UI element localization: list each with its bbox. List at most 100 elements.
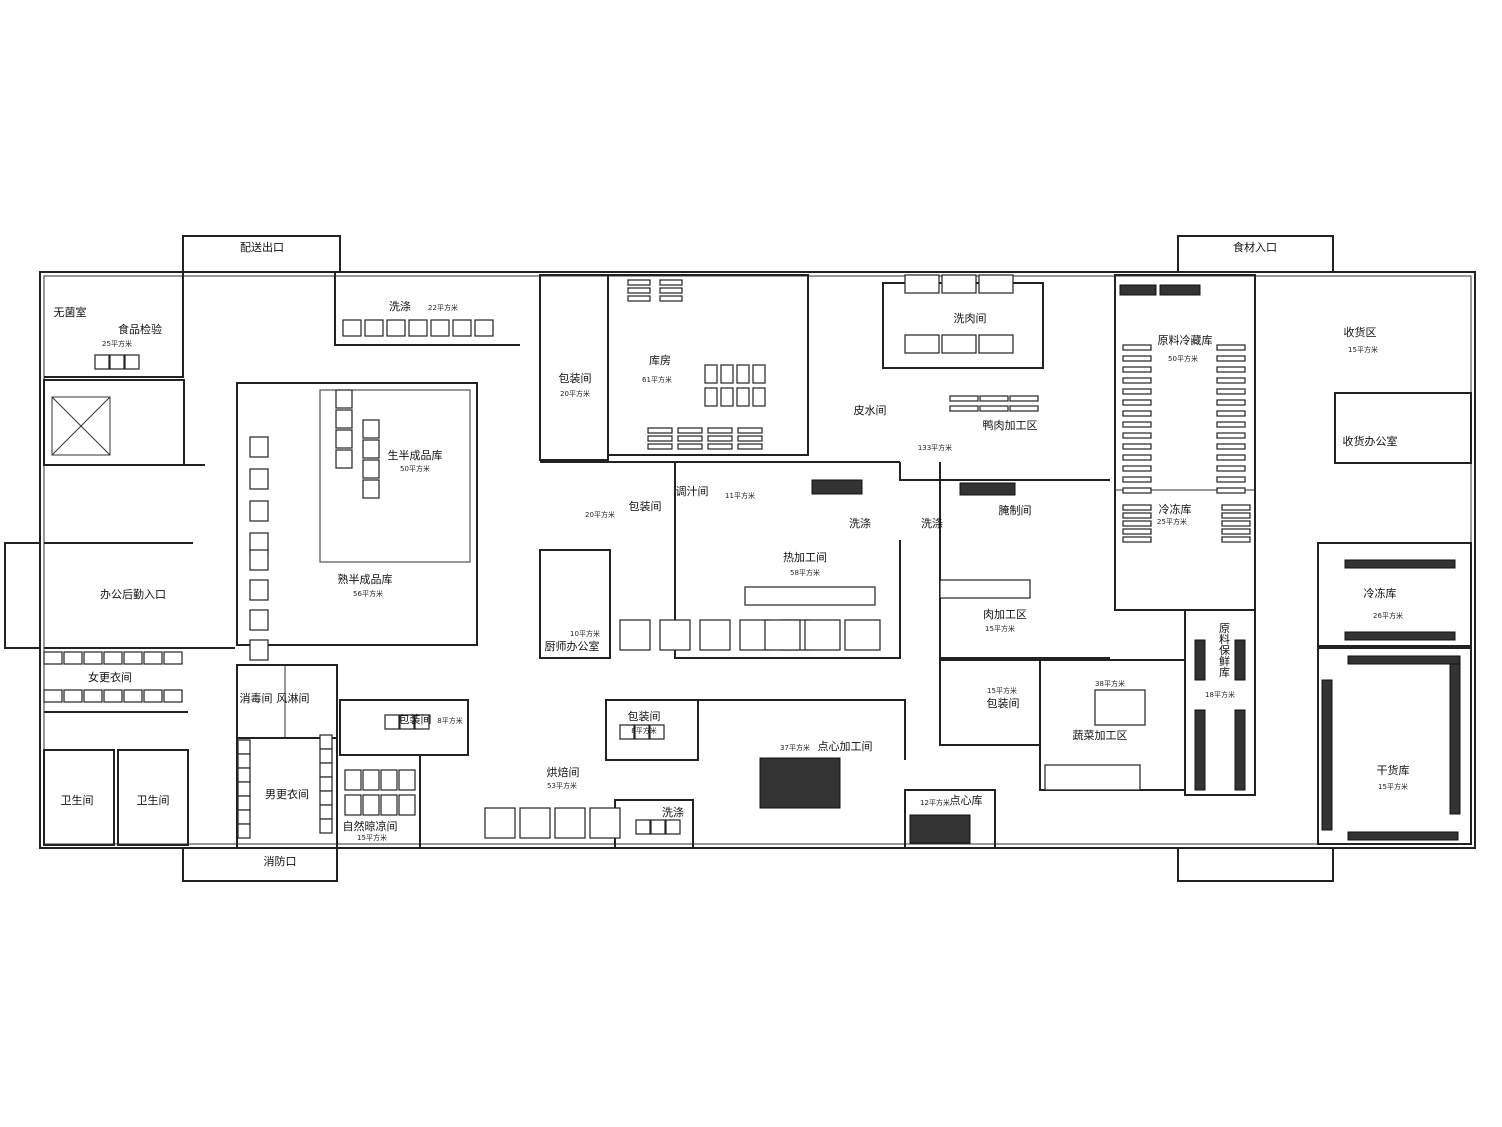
shelf: [979, 405, 1009, 412]
ingredient-entrance-label: 食材入口: [1233, 240, 1277, 254]
room-label: 无菌室: [54, 305, 87, 319]
shelf: [1122, 388, 1152, 395]
shelf: [1216, 366, 1246, 373]
shelf: [627, 295, 651, 302]
shelf: [737, 435, 763, 442]
locker: [319, 762, 333, 778]
sink-unit: [904, 334, 940, 354]
room-area: 53平方米: [547, 781, 577, 790]
shelf: [1216, 355, 1246, 362]
shelf: [1216, 432, 1246, 439]
shelf-dark: [1321, 679, 1333, 831]
sink-unit: [904, 274, 940, 294]
cooking-unit: [804, 619, 841, 651]
rack-unit: [249, 579, 269, 601]
room-area: 12平方米: [920, 798, 950, 807]
locker: [163, 689, 183, 703]
shelf: [659, 295, 683, 302]
shelf: [1216, 476, 1246, 483]
sink-unit: [650, 819, 666, 835]
shelf: [949, 405, 979, 412]
locker: [319, 804, 333, 820]
rack-unit: [335, 389, 353, 409]
room-area: 10平方米: [570, 629, 600, 638]
rack-unit: [335, 429, 353, 449]
locker: [83, 651, 103, 665]
room-labels: 配送出口 食材入口 办公后勤入口 消防口: [100, 240, 1277, 868]
room-label: 原料冷藏库: [1158, 333, 1213, 347]
room-label: 洗涤: [389, 299, 411, 313]
room-label: 原料保鲜库: [1218, 623, 1231, 679]
room-area: 15平方米: [1378, 782, 1408, 791]
locker: [63, 689, 83, 703]
rack-unit: [362, 439, 380, 459]
shelf: [1122, 366, 1152, 373]
cooking-unit: [699, 619, 731, 651]
locker: [319, 776, 333, 792]
room-label: 腌制间: [999, 503, 1032, 517]
rack-unit: [364, 319, 384, 337]
shelf: [627, 287, 651, 294]
rack-unit: [249, 609, 269, 631]
rack-unit: [398, 769, 416, 791]
shelf: [1216, 421, 1246, 428]
shelf: [1122, 512, 1152, 519]
room-label: 女更衣间: [88, 670, 132, 684]
room-label: 洗涤: [662, 805, 684, 819]
rack-unit: [452, 319, 472, 337]
shelf-dark: [1344, 631, 1456, 641]
room-area: 15平方米: [357, 833, 387, 842]
sink-unit: [399, 714, 415, 730]
room-label: 点心加工间: [818, 740, 873, 753]
room-area: 58平方米: [790, 568, 820, 577]
locker: [43, 651, 63, 665]
shelf: [627, 279, 651, 286]
shelf: [1122, 536, 1152, 543]
shelf-dark: [1194, 709, 1206, 791]
room-area: 50平方米: [1168, 354, 1198, 363]
shelf: [1122, 487, 1152, 494]
sink-unit: [124, 354, 140, 370]
room-label: 包装间: [559, 372, 592, 385]
sink-unit: [414, 714, 430, 730]
room-area: 22平方米: [428, 303, 458, 312]
room-label: 包装间: [628, 710, 661, 723]
shelf: [677, 443, 703, 450]
shelf: [1122, 504, 1152, 511]
work-table: [1044, 764, 1141, 791]
rack-unit: [386, 319, 406, 337]
shelf-dark: [1159, 284, 1201, 296]
rack-unit: [249, 468, 269, 490]
shelf: [1216, 487, 1246, 494]
shelf: [647, 443, 673, 450]
rack-unit: [736, 387, 750, 407]
rack-unit: [335, 449, 353, 469]
room-label: 冷冻库: [1159, 502, 1192, 516]
shelf-dark: [1347, 655, 1461, 665]
locker: [237, 809, 251, 825]
shelf: [1122, 410, 1152, 417]
room-area: 133平方米: [918, 443, 952, 452]
shelf: [1122, 465, 1152, 472]
room-label: 洗肉间: [954, 312, 987, 325]
room-area: 37平方米: [780, 743, 810, 752]
shelf-dark: [811, 479, 863, 495]
locker: [103, 689, 123, 703]
room-label: 洗涤: [921, 516, 943, 530]
room-area: 20平方米: [560, 389, 590, 398]
shelf: [1122, 443, 1152, 450]
locker: [319, 734, 333, 750]
rack-unit: [362, 479, 380, 499]
shelf: [707, 443, 733, 450]
room-label: 鸭肉加工区: [983, 419, 1038, 432]
shelf: [1122, 377, 1152, 384]
locker: [103, 651, 123, 665]
shelf: [1221, 536, 1251, 543]
shelf: [1216, 454, 1246, 461]
room-area: 38平方米: [1095, 679, 1125, 688]
sink-unit: [94, 354, 110, 370]
room-label: 冷冻库: [1364, 586, 1397, 600]
room-area: 15平方米: [1348, 345, 1378, 354]
locker: [143, 651, 163, 665]
room-label: 收货区: [1344, 325, 1377, 339]
